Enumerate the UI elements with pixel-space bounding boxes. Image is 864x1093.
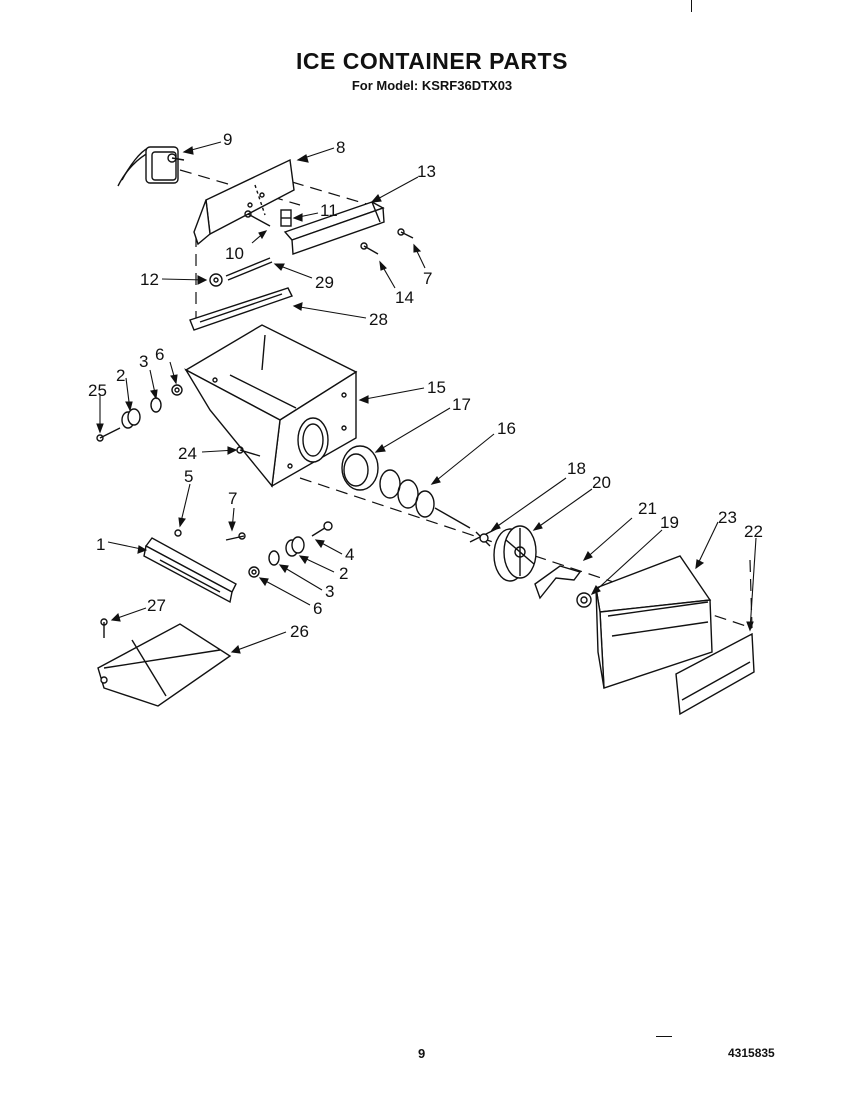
part-7-lower-screw-icon: [225, 532, 246, 541]
callout-10: 10: [225, 244, 244, 263]
part-26-cover-plate-icon: [97, 623, 232, 707]
callout-7-mid: 7: [228, 489, 237, 508]
part-1-slide-bar-icon: [143, 537, 237, 604]
callout-12: 12: [140, 270, 159, 289]
part-18-coupler-icon: [469, 527, 499, 547]
callout-3-top: 3: [139, 352, 148, 371]
callout-7-top: 7: [423, 269, 432, 288]
callout-4: 4: [345, 545, 354, 564]
callout-18: 18: [567, 459, 586, 478]
part-4-screw-icon: [311, 521, 333, 537]
callout-20: 20: [592, 473, 611, 492]
part-17-bearing-icon: [341, 445, 379, 491]
callout-27: 27: [147, 596, 166, 615]
model-subtitle: For Model: KSRF36DTX03: [351, 78, 513, 93]
part-22-front-panel-icon: [675, 632, 755, 716]
callout-6-lower: 6: [313, 599, 322, 618]
part-14-screw-icon: [360, 242, 379, 255]
callout-23: 23: [718, 508, 737, 527]
callout-6-top: 6: [155, 345, 164, 364]
part-2-lower-roller-icon: [285, 536, 305, 557]
part-12-nut-icon: [209, 273, 223, 287]
callout-8: 8: [336, 138, 345, 157]
part-27-screw-icon: [100, 618, 108, 638]
part-16-spring-icon: [379, 469, 471, 529]
part-19-nut-icon: [576, 592, 592, 608]
callout-16: 16: [497, 419, 516, 438]
callout-2-lower: 2: [339, 564, 348, 583]
part-20-wheel-icon: [493, 525, 537, 582]
part-29-rod-icon: [225, 257, 273, 281]
page-title: ICE CONTAINER PARTS: [296, 48, 568, 74]
callout-17: 17: [452, 395, 471, 414]
callout-1: 1: [96, 535, 105, 554]
part-28-rail-icon: [189, 287, 293, 331]
callout-24: 24: [178, 444, 197, 463]
callout-13: 13: [417, 162, 436, 181]
callout-2-top: 2: [116, 366, 125, 385]
callout-26: 26: [290, 622, 309, 641]
part-5-screw-icon: [174, 529, 182, 537]
callout-22: 22: [744, 522, 763, 541]
callout-labels: 9 8 13 11 10 7 12 29 14 28 6 3 2 25 15 1…: [88, 130, 763, 641]
callout-29: 29: [315, 273, 334, 292]
part-21-lever-icon: [534, 565, 582, 600]
callout-21: 21: [638, 499, 657, 518]
part-23-front-bin-icon: [595, 555, 713, 689]
callout-3-lower: 3: [325, 582, 334, 601]
part-8-bracket-plate-icon: [193, 158, 295, 246]
document-code: 4315835: [728, 1046, 775, 1060]
part-3-spacer-icon: [150, 397, 162, 413]
leader-arrows: [96, 141, 757, 654]
callout-11: 11: [320, 201, 338, 220]
part-2-roller-icon: [121, 408, 141, 429]
part-13-channel-bar-icon: [283, 201, 385, 255]
part-15-housing-icon: [184, 324, 358, 488]
part-11-clip-icon: [280, 209, 292, 227]
callout-19: 19: [660, 513, 679, 532]
part-25-screw-icon: [96, 427, 121, 442]
part-6-lower-washer-icon: [248, 566, 260, 578]
part-10-screw-icon: [244, 210, 271, 227]
footer-dash-mark: [656, 1036, 672, 1037]
page-number: 9: [418, 1046, 426, 1061]
callout-15: 15: [427, 378, 446, 397]
part-3-lower-spacer-icon: [268, 550, 280, 566]
part-9-motor-icon: [117, 146, 185, 187]
callout-5: 5: [184, 467, 193, 486]
part-7-screw-icon: [397, 228, 414, 239]
callout-25: 25: [88, 381, 107, 400]
callout-9: 9: [223, 130, 232, 149]
corner-tick-mark: [691, 0, 692, 12]
callout-14: 14: [395, 288, 414, 307]
callout-28: 28: [369, 310, 388, 329]
part-6-washer-icon: [171, 384, 183, 396]
